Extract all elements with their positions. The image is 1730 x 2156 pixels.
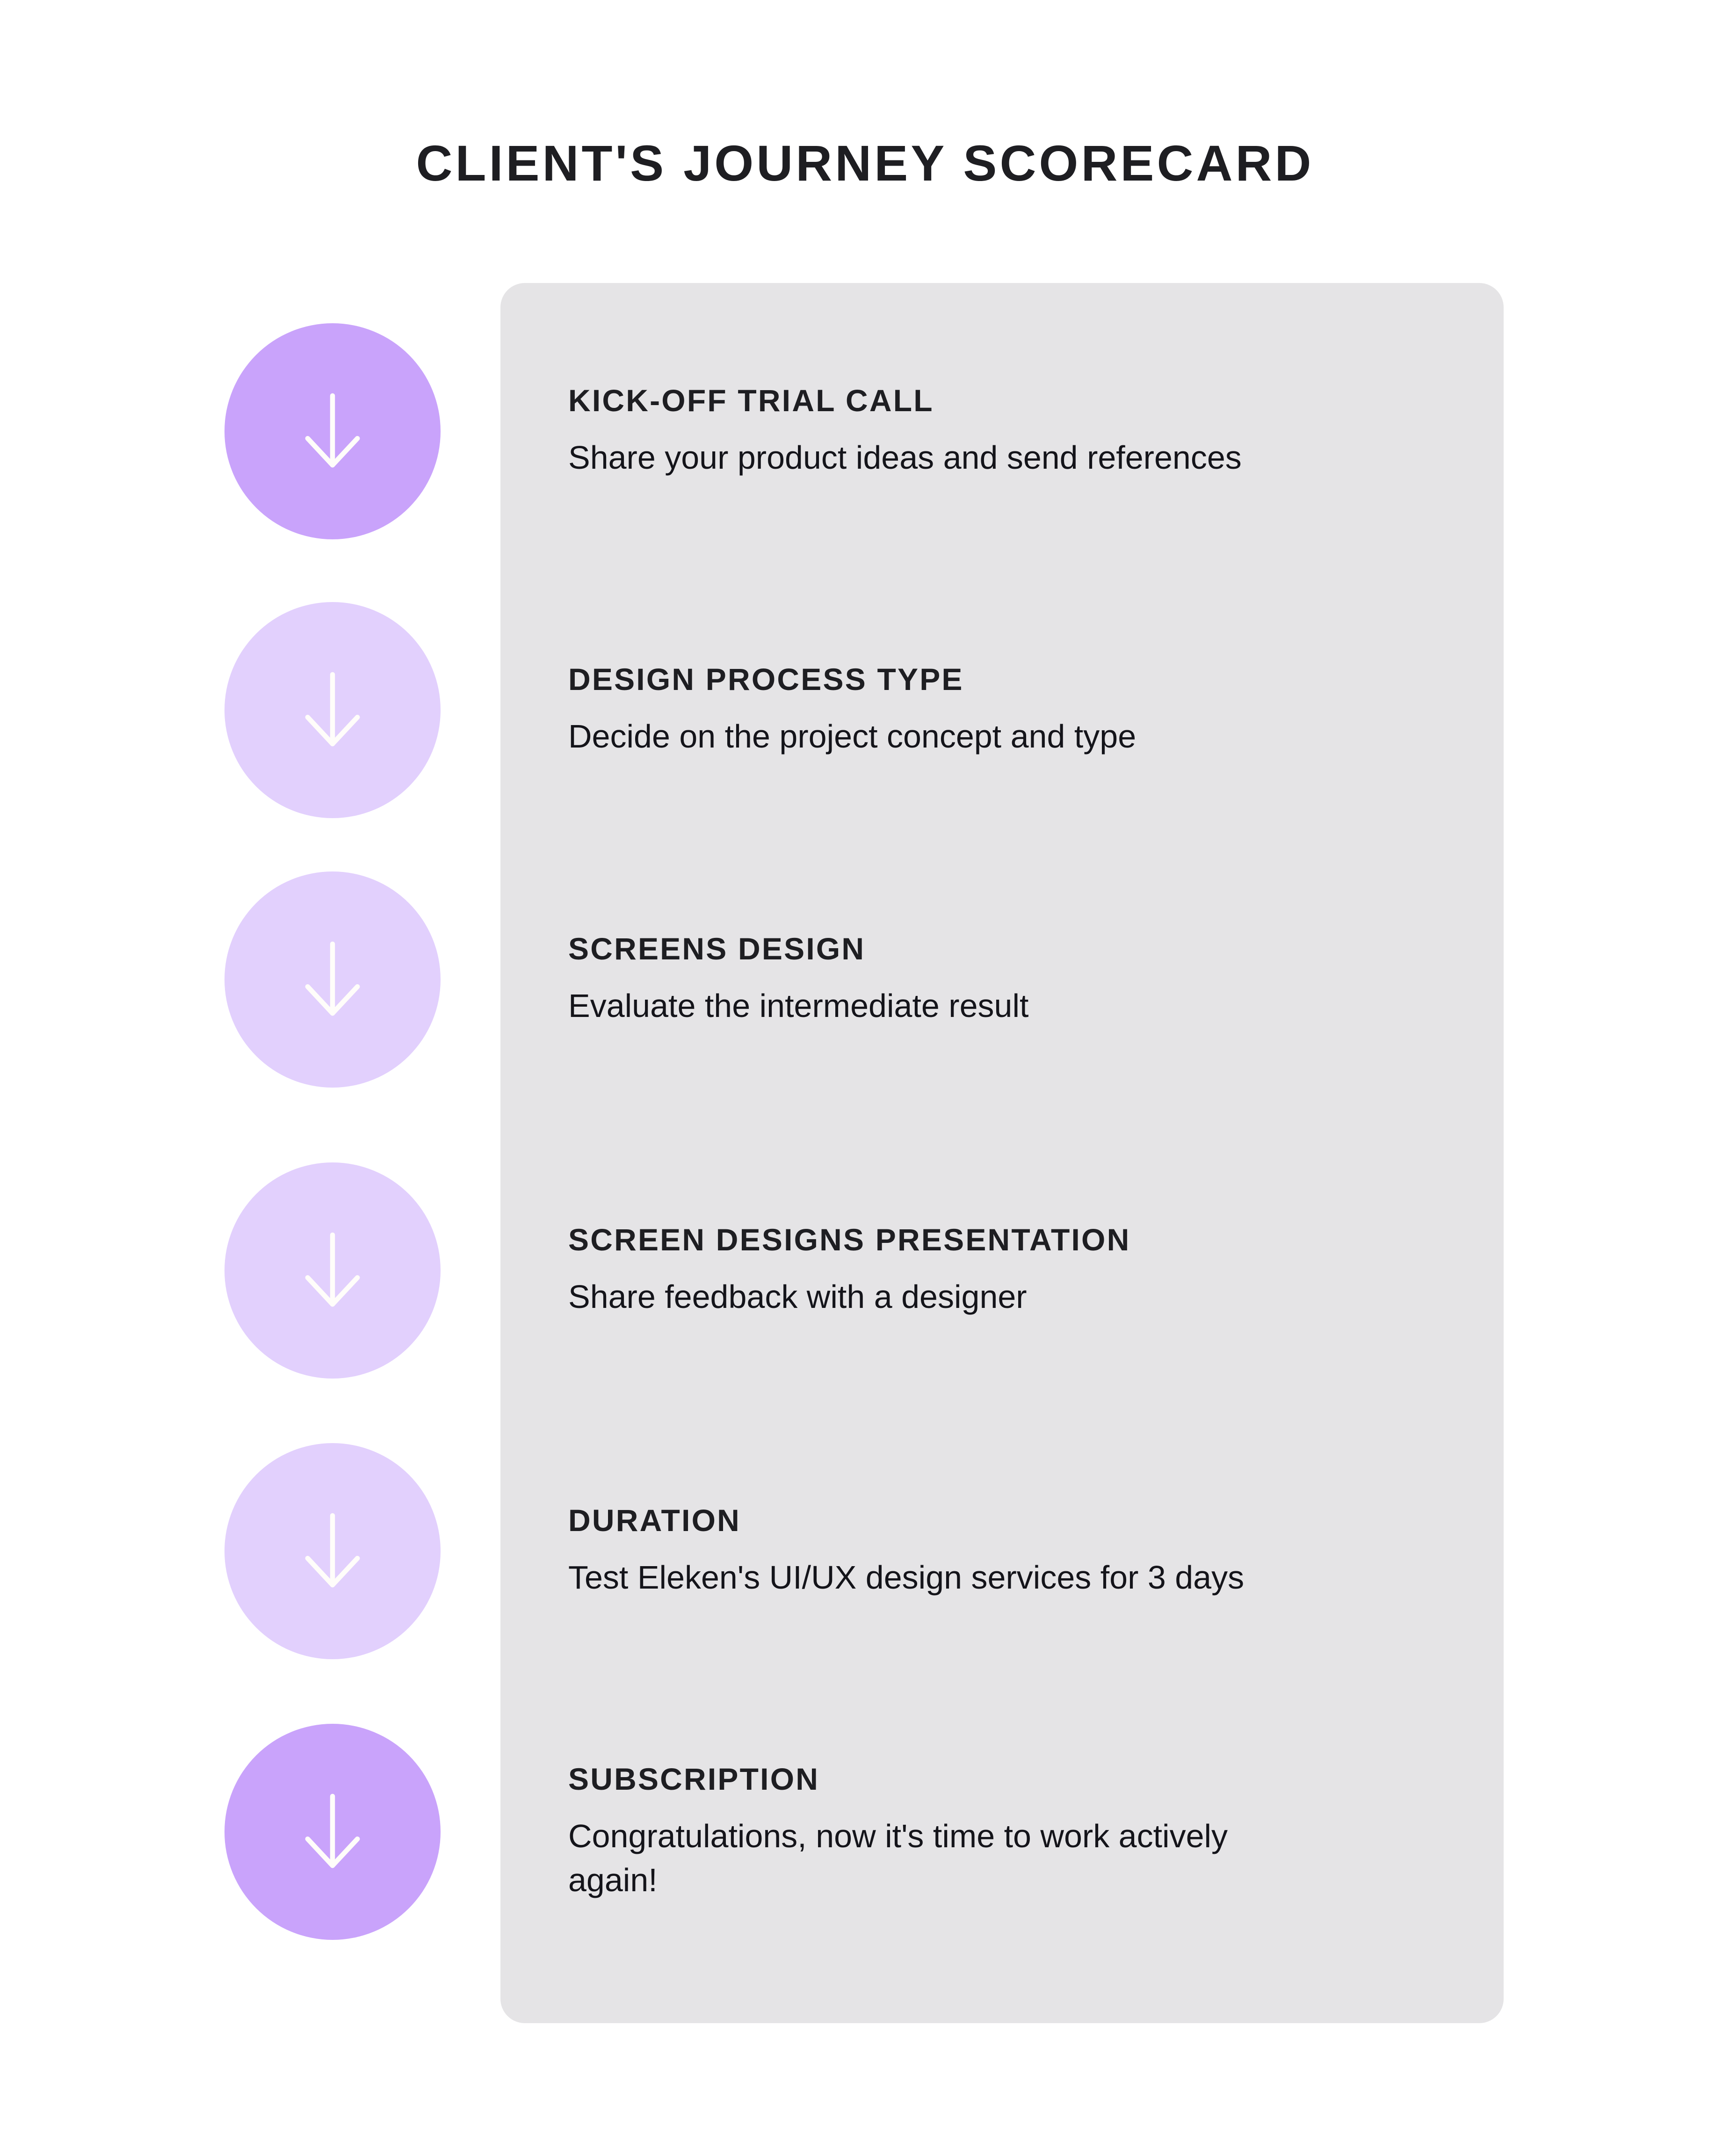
step-description: Evaluate the intermediate result	[568, 987, 1029, 1024]
arrow-down-icon	[288, 935, 377, 1024]
list-item[interactable]: DURATION Test Eleken's UI/UX design serv…	[224, 1443, 1504, 1659]
step-description: Share feedback with a designer	[568, 1278, 1027, 1315]
step-text: SUBSCRIPTION Congratulations, now it's t…	[568, 1724, 1485, 1940]
step-heading: SUBSCRIPTION	[568, 1762, 820, 1797]
step-text: SCREENS DESIGN Evaluate the intermediate…	[568, 871, 1485, 1088]
step-heading: DURATION	[568, 1503, 741, 1538]
arrow-down-icon	[288, 666, 377, 755]
step-marker	[224, 1724, 441, 1940]
list-item[interactable]: SUBSCRIPTION Congratulations, now it's t…	[224, 1724, 1504, 1940]
step-heading: SCREEN DESIGNS PRESENTATION	[568, 1222, 1131, 1257]
step-marker	[224, 1162, 441, 1379]
step-heading: KICK-OFF TRIAL CALL	[568, 383, 934, 418]
arrow-down-icon	[288, 1226, 377, 1315]
list-item[interactable]: SCREEN DESIGNS PRESENTATION Share feedba…	[224, 1162, 1504, 1379]
page-title: CLIENT'S JOURNEY SCORECARD	[416, 135, 1314, 191]
list-item[interactable]: SCREENS DESIGN Evaluate the intermediate…	[224, 871, 1504, 1088]
step-description: Congratulations, now it's time to work a…	[568, 1818, 1228, 1898]
arrow-down-icon	[288, 387, 377, 476]
step-marker	[224, 871, 441, 1088]
step-text: DURATION Test Eleken's UI/UX design serv…	[568, 1443, 1485, 1659]
step-marker	[224, 602, 441, 818]
step-description: Decide on the project concept and type	[568, 718, 1136, 755]
step-marker	[224, 323, 441, 539]
step-marker	[224, 1443, 441, 1659]
list-item[interactable]: KICK-OFF TRIAL CALL Share your product i…	[224, 323, 1504, 539]
step-description: Test Eleken's UI/UX design services for …	[568, 1559, 1245, 1596]
list-item[interactable]: DESIGN PROCESS TYPE Decide on the projec…	[224, 602, 1504, 818]
step-heading: SCREENS DESIGN	[568, 931, 866, 966]
step-text: DESIGN PROCESS TYPE Decide on the projec…	[568, 602, 1485, 818]
step-heading: DESIGN PROCESS TYPE	[568, 662, 964, 697]
arrow-down-icon	[288, 1507, 377, 1596]
steps-panel	[500, 283, 1504, 2023]
step-text: KICK-OFF TRIAL CALL Share your product i…	[568, 323, 1485, 539]
scorecard: KICK-OFF TRIAL CALL Share your product i…	[224, 283, 1504, 2023]
steps-list: KICK-OFF TRIAL CALL Share your product i…	[224, 283, 1504, 2023]
step-description: Share your product ideas and send refere…	[568, 439, 1242, 476]
step-text: SCREEN DESIGNS PRESENTATION Share feedba…	[568, 1162, 1485, 1379]
arrow-down-icon	[288, 1787, 377, 1876]
